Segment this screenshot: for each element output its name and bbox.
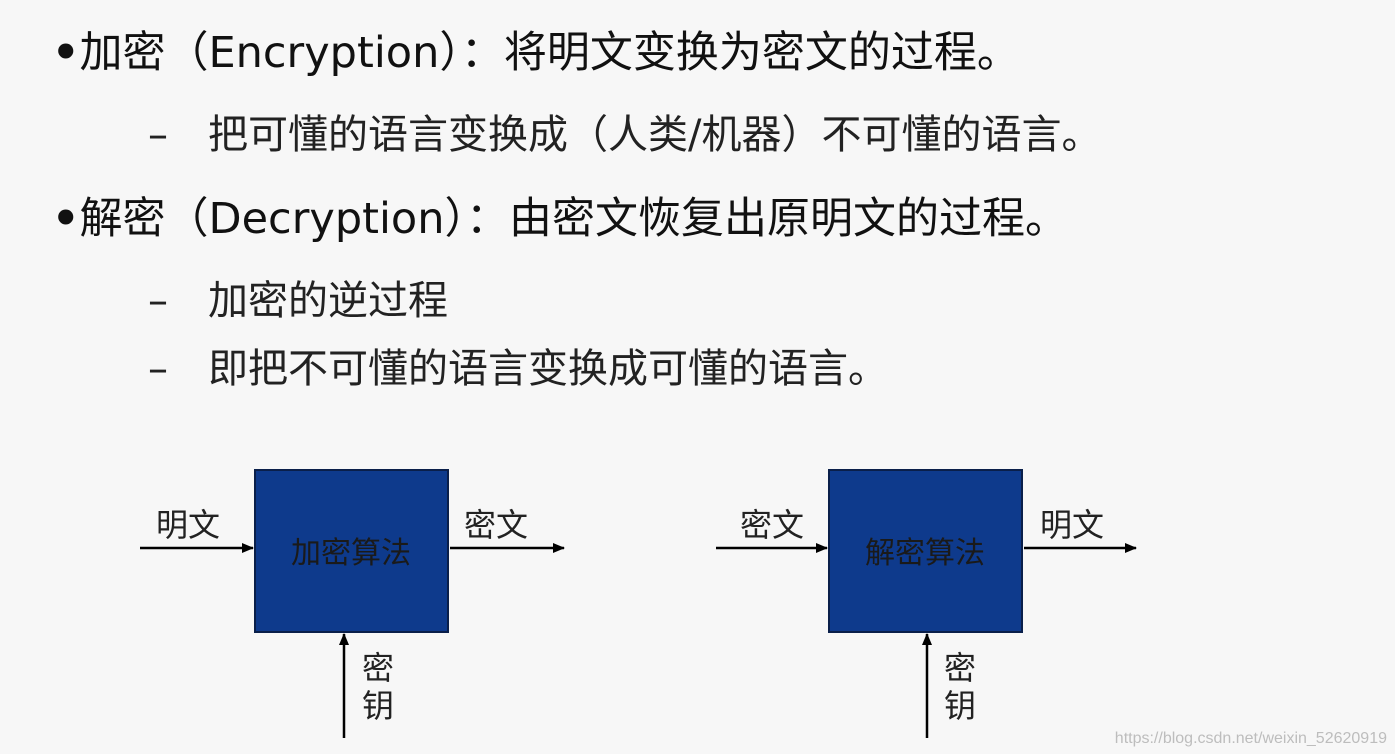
bullet: • xyxy=(52,28,80,78)
decryption-key-label-2: 钥 xyxy=(944,687,976,725)
decryption-subpoint-2: –即把不可懂的语言变换成可懂的语言。 xyxy=(148,336,888,394)
encryption-key-label-2: 钥 xyxy=(362,687,394,725)
decryption-key-label-1: 密 xyxy=(944,649,976,687)
decryption-block: 解密算法 密文 明文 密 钥 xyxy=(716,469,1137,738)
encryption-subpoint: –把可懂的语言变换成（人类/机器）不可懂的语言。 xyxy=(148,102,1101,160)
encryption-algorithm-box xyxy=(254,469,449,633)
encryption-key-label-1: 密 xyxy=(362,649,394,687)
decryption-definition: •解密（Decryption）：由密文恢复出原明文的过程。 xyxy=(52,184,1068,246)
encryption-subpoint-text: 把可懂的语言变换成（人类/机器）不可懂的语言。 xyxy=(208,112,1102,158)
encryption-definition-text: 加密（Encryption）：将明文变换为密文的过程。 xyxy=(79,28,1020,78)
bullet: • xyxy=(52,194,80,244)
encryption-block: 加密算法 明文 密文 密 钥 xyxy=(140,469,565,738)
ciphertext-output-label: 密文 xyxy=(464,506,528,544)
decryption-algorithm-label: 解密算法 xyxy=(865,536,985,571)
decryption-algorithm-box xyxy=(828,469,1023,633)
decryption-definition-text: 解密（Decryption）：由密文恢复出原明文的过程。 xyxy=(79,194,1068,244)
decryption-subpoint-1-text: 加密的逆过程 xyxy=(208,278,448,324)
decryption-subpoint-2-text: 即把不可懂的语言变换成可懂的语言。 xyxy=(208,346,888,392)
dash: – xyxy=(148,112,168,158)
decryption-subpoint-1: –加密的逆过程 xyxy=(148,268,448,326)
ciphertext-input-label: 密文 xyxy=(740,506,804,544)
dash: – xyxy=(148,346,168,392)
encryption-definition: •加密（Encryption）：将明文变换为密文的过程。 xyxy=(52,18,1020,80)
plaintext-input-label: 明文 xyxy=(156,506,220,544)
watermark: https://blog.csdn.net/weixin_52620919 xyxy=(1114,730,1387,747)
encryption-algorithm-label: 加密算法 xyxy=(291,536,411,571)
plaintext-output-label: 明文 xyxy=(1040,506,1104,544)
dash: – xyxy=(148,278,168,324)
